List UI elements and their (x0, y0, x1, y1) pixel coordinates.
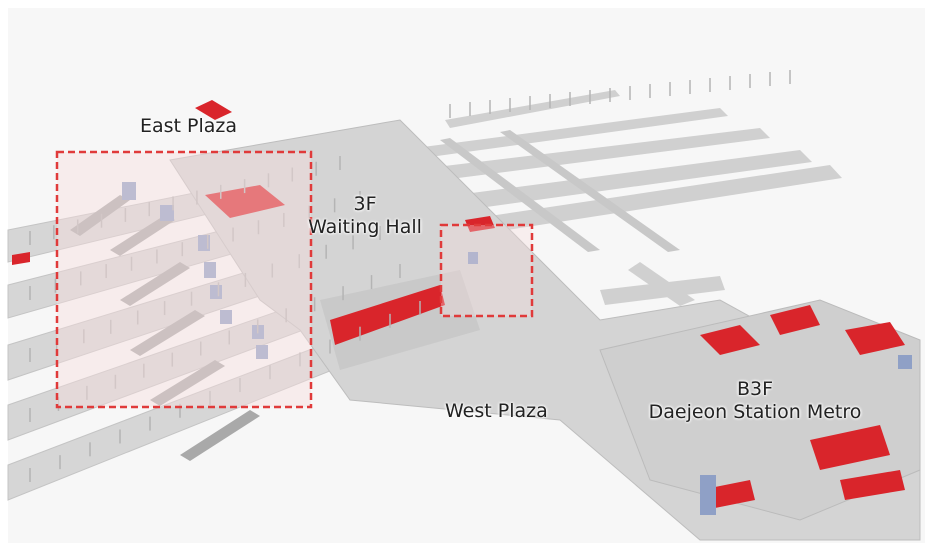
waiting-hall-name: Waiting Hall (308, 215, 422, 238)
waiting-hall-floor: 3F (353, 193, 377, 215)
escalators (70, 195, 260, 461)
west-plaza-label: West Plaza (445, 400, 548, 422)
metro-name: Daejeon Station Metro (648, 400, 862, 423)
metro-floor: B3F (736, 378, 774, 400)
metro-label: B3F Daejeon Station Metro (630, 378, 880, 424)
east-plaza-label: East Plaza (140, 115, 238, 137)
support-posts (29, 70, 791, 482)
elevators (122, 182, 912, 515)
waiting-hall-highlight (439, 223, 534, 318)
platform-area-highlight (55, 150, 313, 409)
waiting-hall-label: 3F Waiting Hall (300, 193, 430, 239)
